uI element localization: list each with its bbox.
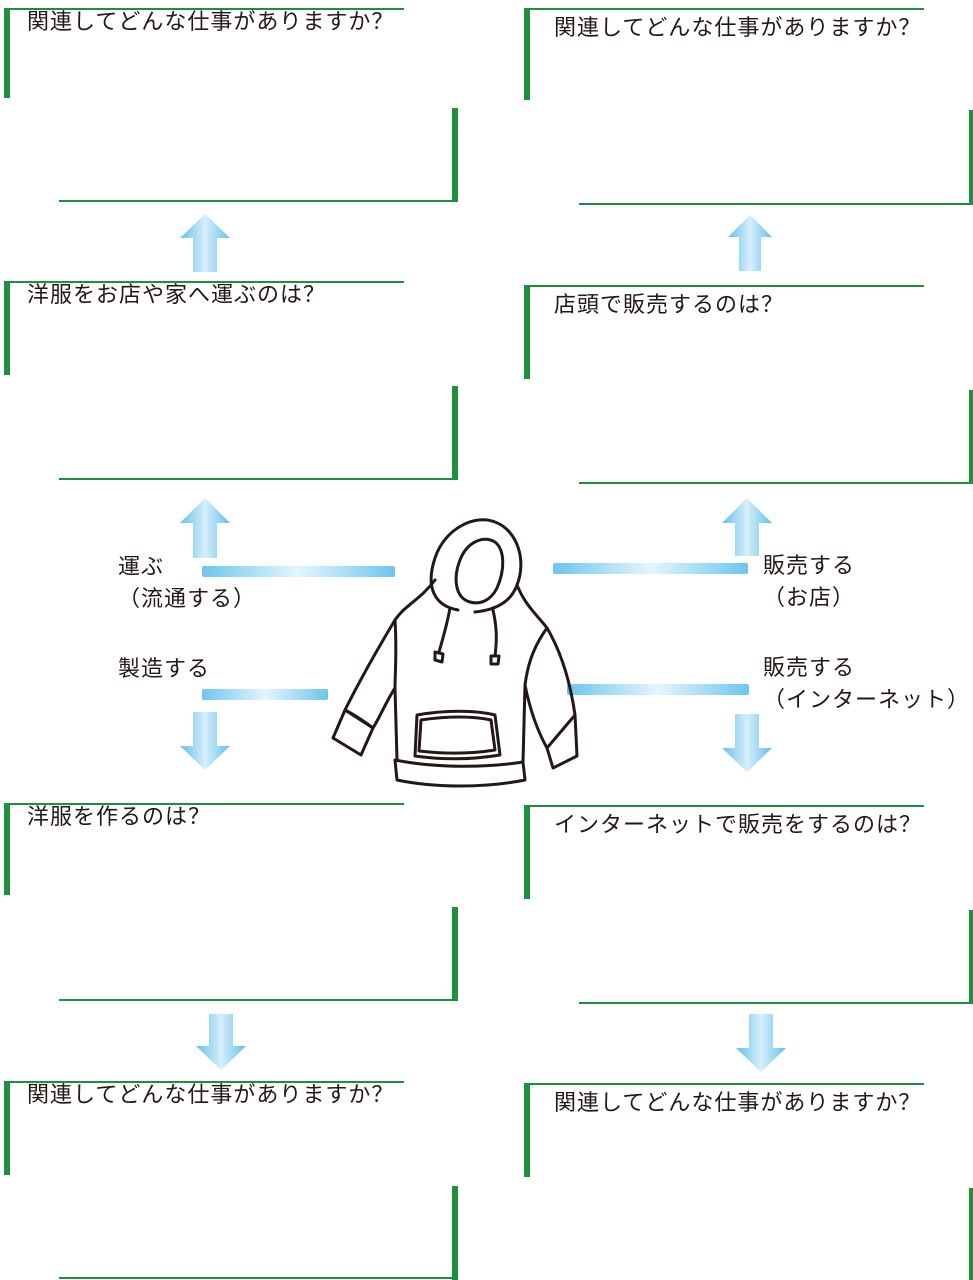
label-transport: 運ぶ （流通する）	[118, 552, 256, 616]
question-box-mid-left: 洋服をお店や家へ運ぶのは？	[4, 281, 458, 480]
arrow-down-icon	[736, 1014, 786, 1072]
question-box-lower-left: 洋服を作るのは？	[4, 803, 458, 1001]
question-text: 関連してどんな仕事がありますか？	[554, 16, 922, 41]
arrow-up-icon	[728, 215, 772, 271]
arrow-up-icon	[180, 214, 230, 272]
question-box-top-right: 関連してどんな仕事がありますか？	[524, 8, 973, 205]
label-transport-main: 運ぶ	[118, 555, 165, 580]
label-manufacture-main: 製造する	[118, 657, 211, 682]
question-box-mid-right: 店頭で販売するのは？	[524, 285, 973, 484]
arrow-down-icon	[722, 714, 772, 772]
connector-bar-transport	[202, 566, 395, 577]
hoodie-icon	[331, 518, 579, 788]
question-text: 店頭で販売するのは？	[554, 293, 785, 318]
connector-bar-store-sale	[553, 563, 748, 574]
question-box-bottom-right: 関連してどんな仕事がありますか？	[524, 1083, 973, 1280]
arrow-up-icon	[180, 498, 230, 558]
question-box-lower-right: インターネットで販売をするのは？	[524, 805, 973, 1004]
label-manufacture: 製造する	[118, 654, 210, 686]
label-net-sale: 販売する （インターネット）	[763, 653, 970, 717]
label-store-sale: 販売する （お店）	[763, 551, 855, 615]
question-text: 関連してどんな仕事がありますか？	[27, 10, 395, 35]
question-text: 洋服を作るのは？	[27, 805, 212, 830]
arrow-down-icon	[196, 1014, 246, 1070]
arrow-down-icon	[180, 712, 230, 770]
label-store-sale-main: 販売する	[763, 554, 856, 579]
arrow-up-icon	[722, 498, 772, 556]
label-net-sale-main: 販売する	[763, 656, 856, 681]
question-text: 関連してどんな仕事がありますか？	[27, 1083, 395, 1108]
label-net-sale-sub: （インターネット）	[763, 687, 971, 713]
connector-bar-net-sale	[567, 684, 749, 695]
question-text: 関連してどんな仕事がありますか？	[554, 1091, 922, 1116]
question-text: インターネットで販売をするのは？	[554, 813, 923, 838]
label-store-sale-sub: （お店）	[763, 585, 856, 611]
question-box-top-left: 関連してどんな仕事がありますか？	[4, 8, 458, 202]
connector-bar-manufacture	[202, 689, 328, 700]
question-box-bottom-left: 関連してどんな仕事がありますか？	[4, 1081, 458, 1280]
label-transport-sub: （流通する）	[118, 586, 257, 612]
question-text: 洋服をお店や家へ運ぶのは？	[27, 283, 327, 308]
